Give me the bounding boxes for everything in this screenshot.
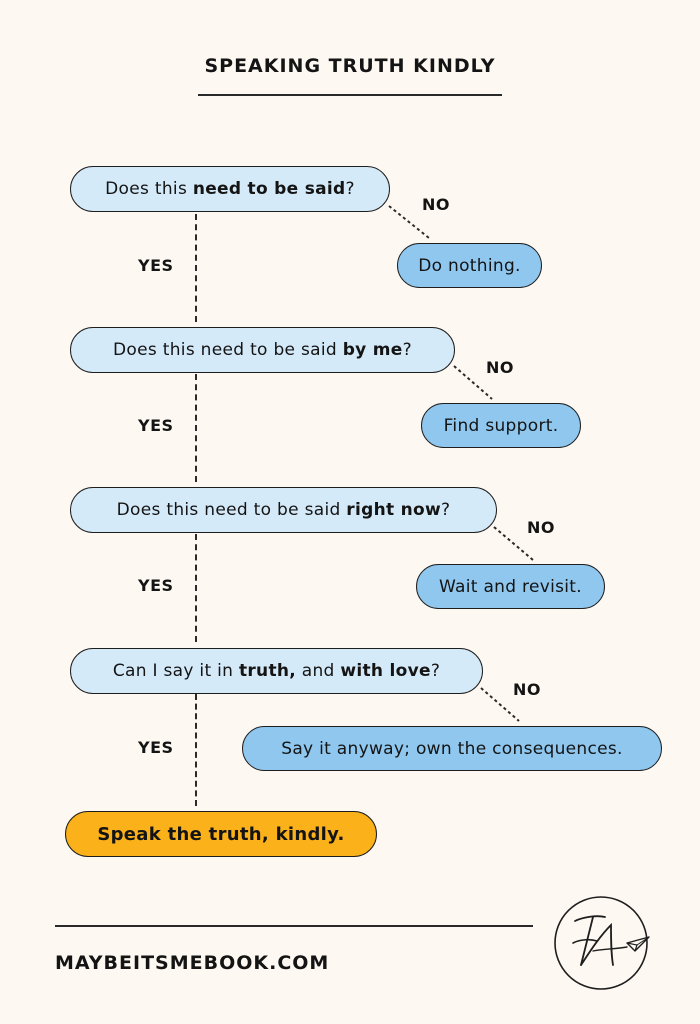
question-said-by-me: Does this need to be said by me? xyxy=(70,327,455,373)
question-text: Does this need to be said? xyxy=(105,179,355,199)
no-label-4: NO xyxy=(513,680,541,699)
yes-connector-2 xyxy=(195,374,197,482)
answer-do-nothing: Do nothing. xyxy=(397,243,542,288)
question-text: Does this need to be said right now? xyxy=(116,500,451,520)
yes-connector-1 xyxy=(195,214,197,322)
page-title: SPEAKING TRUTH KINDLY xyxy=(204,55,496,77)
question-need-to-be-said: Does this need to be said? xyxy=(70,166,390,212)
no-label-1: NO xyxy=(422,195,450,214)
footer-divider xyxy=(55,925,533,927)
no-label-2: NO xyxy=(486,358,514,377)
yes-connector-4 xyxy=(195,694,197,806)
question-text: Can I say it in truth, and with love? xyxy=(112,661,441,681)
no-label-3: NO xyxy=(527,518,555,537)
ea-paper-plane-logo-icon xyxy=(554,896,650,990)
footer-website[interactable]: MAYBEITSMEBOOK.COM xyxy=(55,952,330,974)
yes-label-4: YES xyxy=(138,738,174,757)
yes-label-1: YES xyxy=(138,256,174,275)
answer-wait-and-revisit: Wait and revisit. xyxy=(416,564,605,609)
question-truth-and-love: Can I say it in truth, and with love? xyxy=(70,648,483,694)
answer-find-support: Find support. xyxy=(421,403,581,448)
question-said-right-now: Does this need to be said right now? xyxy=(70,487,497,533)
question-text: Does this need to be said by me? xyxy=(113,340,412,360)
answer-say-it-anyway: Say it anyway; own the consequences. xyxy=(242,726,662,771)
yes-label-2: YES xyxy=(138,416,174,435)
final-answer-speak-truth: Speak the truth, kindly. xyxy=(65,811,377,857)
title-underline xyxy=(198,94,502,96)
yes-connector-3 xyxy=(195,534,197,642)
yes-label-3: YES xyxy=(138,576,174,595)
